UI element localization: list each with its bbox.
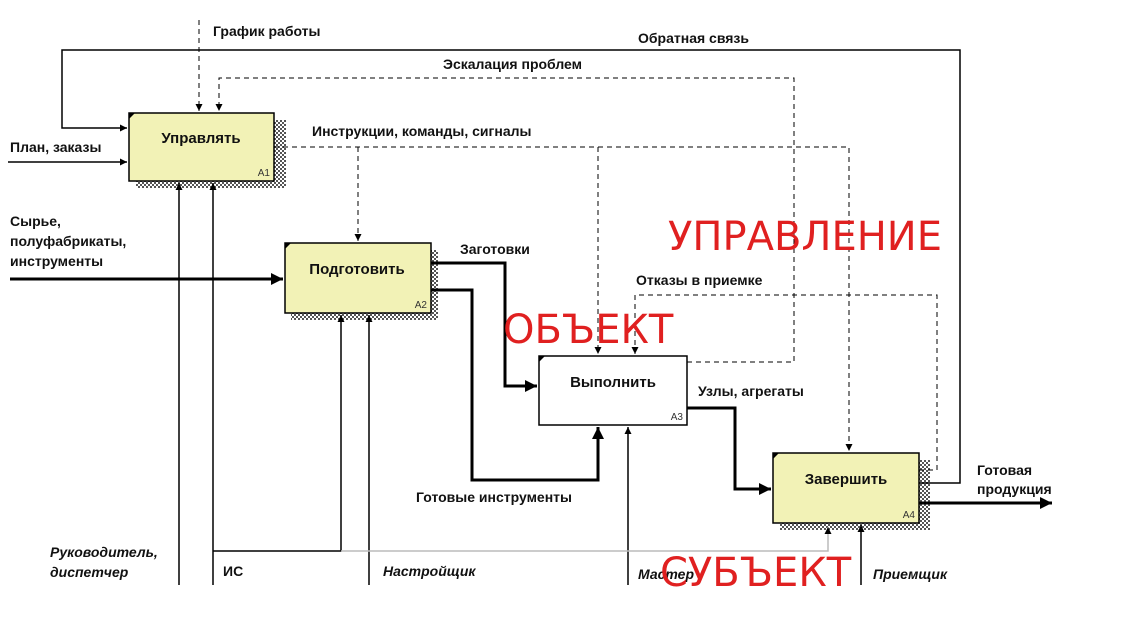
box-corner-mark <box>129 113 135 119</box>
label-manager-1: Руководитель, <box>50 544 158 560</box>
label-raw-3: инструменты <box>10 253 103 269</box>
label-instructions: Инструкции, команды, сигналы <box>312 123 531 139</box>
arrow-blanks[interactable] <box>431 261 537 392</box>
label-setter: Настройщик <box>383 563 476 579</box>
box-id: A4 <box>903 510 916 521</box>
arrow-escalation[interactable] <box>215 77 795 363</box>
label-feedback: Обратная связь <box>638 30 749 46</box>
box-title: Завершить <box>805 471 888 488</box>
box-title: Управлять <box>161 130 240 147</box>
annotation-subject: СУБЪЕКТ <box>660 550 852 596</box>
box-body <box>284 242 432 314</box>
arrow-assemblies[interactable] <box>687 406 771 495</box>
label-escalation: Эскалация проблем <box>443 56 582 72</box>
function-box-a3[interactable]: Выполнить A3 <box>538 355 688 426</box>
label-product-1: Готовая <box>977 462 1032 478</box>
box-body <box>772 452 920 524</box>
box-body <box>538 355 688 426</box>
annotations: УПРАВЛЕНИЕ ОБЪЕКТ СУБЪЕКТ <box>503 214 942 596</box>
label-rejects: Отказы в приемке <box>636 272 763 288</box>
box-corner-mark <box>285 243 291 249</box>
arrow-instructions-a4[interactable] <box>274 146 853 451</box>
label-ready-tools: Готовые инструменты <box>416 489 572 505</box>
box-id: A3 <box>671 412 684 423</box>
label-inspector: Приемщик <box>873 566 948 582</box>
label-raw-2: полуфабрикаты, <box>10 233 126 249</box>
arrow-ready-tools[interactable] <box>431 288 604 482</box>
function-box-a4[interactable]: Завершить A4 <box>772 452 930 530</box>
arrows <box>8 20 1052 585</box>
function-box-a2[interactable]: Подготовить A2 <box>284 242 438 320</box>
box-corner-mark <box>539 356 545 362</box>
label-schedule: График работы <box>213 23 321 39</box>
box-title: Подготовить <box>309 261 404 278</box>
function-box-a1[interactable]: Управлять A1 <box>128 112 286 188</box>
box-title: Выполнить <box>570 374 656 391</box>
label-assemblies: Узлы, агрегаты <box>698 383 804 399</box>
box-id: A2 <box>415 300 428 311</box>
arrow-is-a2[interactable] <box>213 315 345 552</box>
arrow-rejects[interactable] <box>631 294 938 471</box>
label-raw-1: Сырье, <box>10 213 61 229</box>
box-body <box>128 112 275 182</box>
box-corner-mark <box>773 453 779 459</box>
label-plan: План, заказы <box>10 139 101 155</box>
label-is: ИС <box>223 563 243 579</box>
annotation-control: УПРАВЛЕНИЕ <box>668 214 942 260</box>
arrow-feedback[interactable] <box>61 49 961 484</box>
label-blanks: Заготовки <box>460 241 530 257</box>
label-master: Мастер <box>638 566 694 582</box>
label-manager-2: диспетчер <box>50 564 129 580</box>
box-id: A1 <box>258 168 271 179</box>
arrow-labels: График работы Обратная связь Эскалация п… <box>10 23 1052 582</box>
annotation-object: ОБЪЕКТ <box>503 307 674 353</box>
arrow-is-a4[interactable] <box>341 527 832 552</box>
label-product-2: продукция <box>977 481 1052 497</box>
